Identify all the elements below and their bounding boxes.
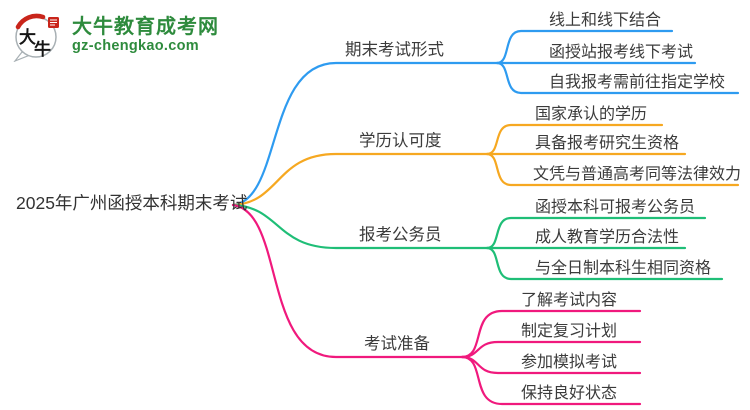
logo-char-niu: 牛 <box>34 39 51 60</box>
leaf-online-offline-combined: 线上和线下结合 <box>549 12 662 29</box>
leaf-take-mock-exams: 参加模拟考试 <box>521 354 618 371</box>
leaf-same-rights-as-fulltime: 与全日制本科生相同资格 <box>535 260 712 277</box>
leaf-make-review-plan: 制定复习计划 <box>521 323 618 340</box>
leaf-understand-exam-content: 了解考试内容 <box>521 292 618 309</box>
leaf-correspondence-degree-civil-service: 函授本科可报考公务员 <box>535 199 696 216</box>
branch-exam-format: 期末考试形式 <box>345 41 444 59</box>
leaf-correspondence-station-offline-exam: 函授站报考线下考试 <box>549 44 694 61</box>
root-topic: 2025年广州函授本科期末考试 <box>16 193 248 213</box>
leaf-self-registration-designated-school: 自我报考需前往指定学校 <box>549 74 726 91</box>
leaf-state-recognized-degree: 国家承认的学历 <box>535 106 648 123</box>
logo-texts: 大牛教育成考网 gz-chengkao.com <box>72 10 219 55</box>
red-crescent <box>15 13 46 30</box>
site-url[interactable]: gz-chengkao.com <box>72 38 199 54</box>
site-name[interactable]: 大牛教育成考网 <box>72 16 219 38</box>
leaf-equal-legal-effect: 文凭与普通高考同等法律效力 <box>533 166 742 183</box>
leaf-keep-good-condition: 保持良好状态 <box>521 385 618 402</box>
leaf-postgraduate-eligibility: 具备报考研究生资格 <box>535 135 680 152</box>
branch-civil-service-exam: 报考公务员 <box>359 226 442 244</box>
site-logo[interactable]: 大 牛 大牛教育成考网 gz-chengkao.com <box>12 10 219 62</box>
leaf-adult-education-legality: 成人教育学历合法性 <box>535 229 680 246</box>
branch-degree-recognition: 学历认可度 <box>359 132 442 150</box>
branch-exam-preparation: 考试准备 <box>364 335 430 353</box>
seal-script-marks <box>50 19 57 26</box>
logo-char-da: 大 <box>19 27 36 48</box>
daniu-bull-speech-bubble-icon: 大 牛 <box>13 13 59 62</box>
branch2-trunk-line <box>231 152 489 207</box>
